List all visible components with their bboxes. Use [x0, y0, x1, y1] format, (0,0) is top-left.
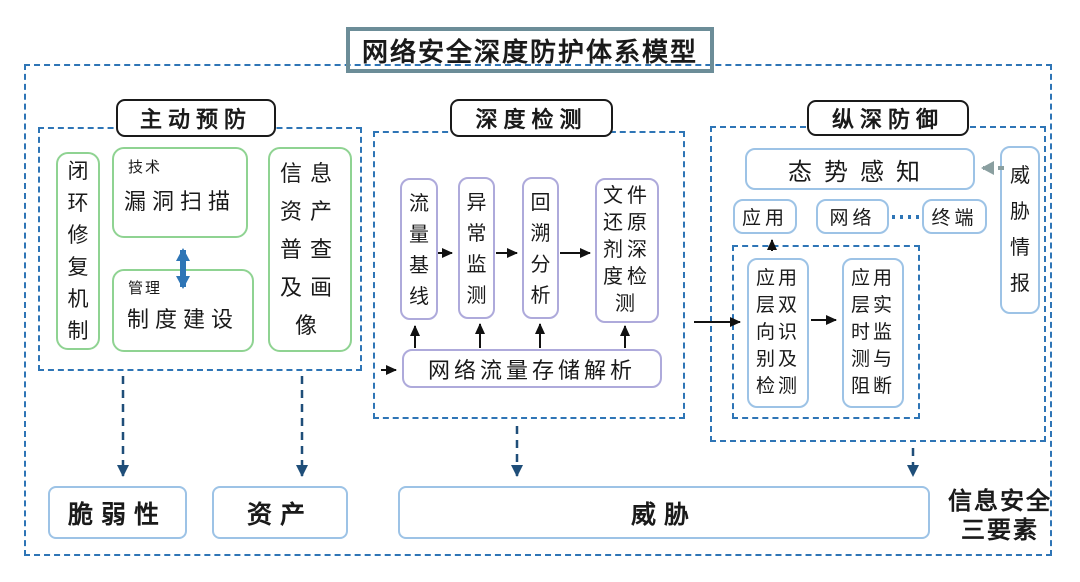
- layer-network-label: 网络: [829, 208, 876, 229]
- layer-terminal-box: 终端: [922, 199, 987, 234]
- layer-application-box: 应用: [733, 199, 797, 234]
- threat-box: 威胁: [398, 486, 930, 539]
- threat-intelligence-label: 威胁情报: [1010, 165, 1030, 295]
- layer-application-label: 应用: [741, 208, 788, 229]
- closed-loop-repair-box: 闭环修复机制: [56, 152, 100, 350]
- step-file-restore-deep-detect-label: 文件还原剂深度检测: [603, 185, 651, 315]
- defense-in-depth-header: 纵深防御: [807, 100, 969, 136]
- step-trace-analysis-label: 回溯分析: [530, 192, 551, 307]
- traffic-storage-parse-box: 网络流量存储解析: [402, 349, 662, 388]
- active-prevention-header-label: 主动预防: [139, 107, 252, 132]
- asset-survey-box: 信息资产普查及画像: [268, 147, 352, 352]
- tech-label: 技术: [128, 159, 163, 176]
- step-anomaly-monitor-label: 异常监测: [466, 192, 487, 307]
- triad-caption-label: 信息安全三要素: [948, 488, 1052, 544]
- tech-vuln-scan-box: 技术 漏洞扫描: [112, 147, 248, 238]
- situation-awareness-box: 态势感知: [745, 148, 975, 190]
- page-title: 网络安全深度防护体系模型: [346, 27, 714, 73]
- bidirectional-detection-label: 应用层双向识别及检测: [755, 268, 800, 397]
- vulnerability-box: 脆弱性: [48, 486, 187, 539]
- step-file-restore-deep-detect: 文件还原剂深度检测: [595, 178, 659, 323]
- outer-dashed-frame: [24, 64, 1052, 556]
- step-traffic-baseline: 流量基线: [400, 178, 438, 320]
- asset-label: 资产: [246, 500, 313, 529]
- deep-detection-header: 深度检测: [450, 99, 613, 137]
- asset-survey-label: 信息资产普查及画像: [279, 161, 340, 338]
- situation-awareness-label: 态势感知: [788, 158, 932, 186]
- inner-dashed-frame: [732, 245, 920, 419]
- triad-caption: 信息安全三要素: [944, 487, 1056, 549]
- traffic-storage-parse-label: 网络流量存储解析: [427, 357, 636, 383]
- page-title-text: 网络安全深度防护体系模型: [361, 36, 698, 67]
- deep-detection-header-label: 深度检测: [475, 107, 588, 132]
- step-traffic-baseline-label: 流量基线: [409, 193, 429, 308]
- threat-intelligence-box: 威胁情报: [1000, 146, 1040, 314]
- mgmt-system-box: 管理 制度建设: [112, 269, 254, 352]
- realtime-blocking-label: 应用层实时监测与阻断: [850, 268, 895, 397]
- layer-network-box: 网络: [816, 199, 889, 234]
- vulnerability-label: 脆弱性: [67, 500, 167, 529]
- bidirectional-detection-box: 应用层双向识别及检测: [747, 258, 809, 408]
- mgmt-label: 管理: [128, 280, 163, 297]
- layer-terminal-label: 终端: [931, 208, 978, 229]
- step-trace-analysis: 回溯分析: [522, 177, 559, 319]
- active-prevention-header: 主动预防: [116, 99, 276, 137]
- system-building-label: 制度建设: [126, 307, 239, 332]
- realtime-blocking-box: 应用层实时监测与阻断: [842, 258, 904, 408]
- asset-box: 资产: [212, 486, 348, 539]
- vuln-scan-label: 漏洞扫描: [123, 189, 236, 214]
- closed-loop-repair-label: 闭环修复机制: [67, 160, 89, 343]
- threat-label: 威胁: [630, 500, 697, 529]
- defense-in-depth-header-label: 纵深防御: [831, 107, 944, 132]
- step-anomaly-monitor: 异常监测: [458, 177, 495, 319]
